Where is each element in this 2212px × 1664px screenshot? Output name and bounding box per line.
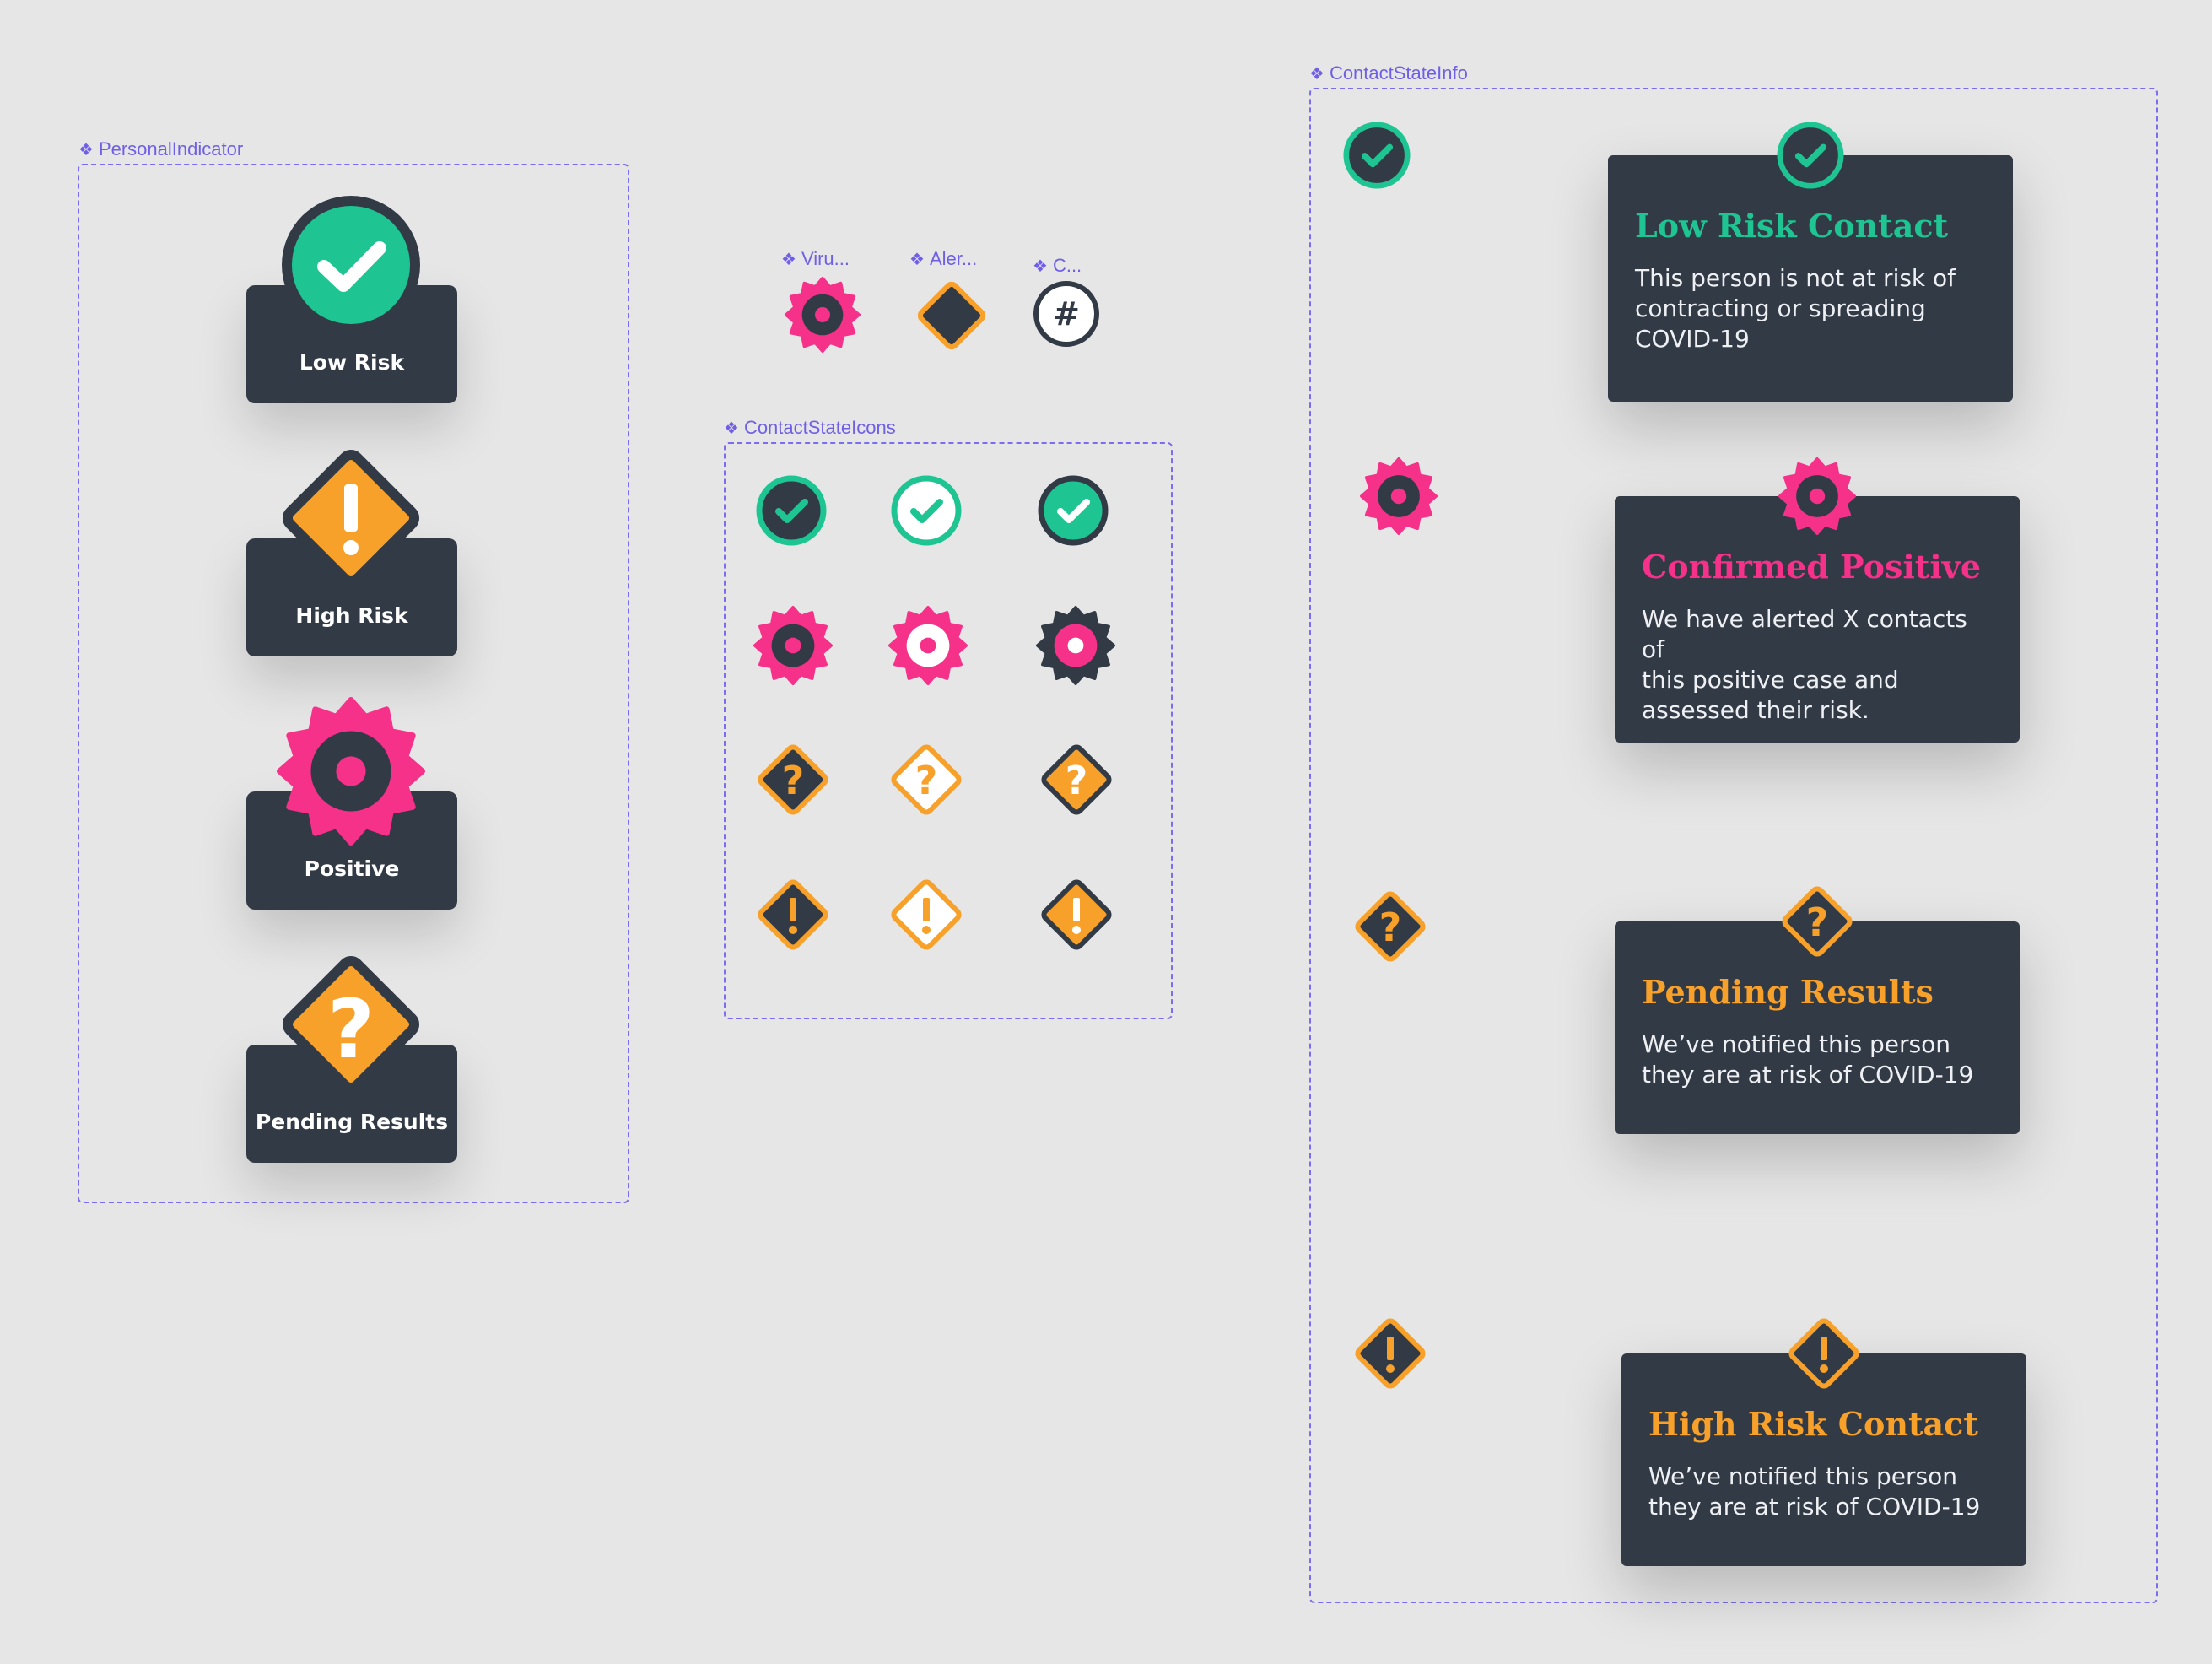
component-icon: ❖	[781, 251, 796, 269]
frame-label-contact-state-icons: ❖ContactStateIcons	[724, 417, 896, 439]
description-line: We’ve notified this person	[1642, 1030, 1951, 1058]
personal-indicator-label: Low Risk	[299, 350, 405, 375]
svg-text:?: ?	[915, 758, 938, 803]
virus-icon	[1778, 457, 1856, 535]
description-line: We’ve notified this person	[1648, 1462, 1958, 1490]
frame-title: PersonalIndicator	[98, 138, 244, 159]
question-diamond-icon: ?	[270, 943, 432, 1105]
frame-title: Aler...	[929, 248, 978, 269]
svg-text:?: ?	[1066, 758, 1088, 803]
exclamation-diamond-icon	[270, 437, 432, 599]
frame-title: ContactStateIcons	[743, 417, 896, 438]
description-line: This person is not at risk of	[1635, 264, 1956, 292]
personal-indicator-label: Pending Results	[255, 1110, 449, 1134]
component-icon: ❖	[1033, 257, 1048, 276]
check-circle-icon[interactable]	[756, 475, 827, 546]
description-line: assessed their risk.	[1642, 696, 1869, 724]
question-diamond-outline-icon[interactable]: ?	[884, 737, 968, 822]
alert-diamond-icon[interactable]	[911, 275, 992, 356]
component-icon: ❖	[78, 141, 94, 159]
check-circle-icon	[282, 196, 420, 334]
contact-info-card-confirmed-positive[interactable]: Confirmed Positive We have alerted X con…	[1615, 496, 2020, 743]
contact-info-description: We’ve notified this person they are at ri…	[1648, 1461, 1999, 1522]
check-circle-outline-icon[interactable]	[891, 475, 962, 546]
personal-indicator-positive[interactable]: Positive	[246, 791, 457, 910]
check-circle-icon[interactable]	[1343, 122, 1411, 189]
frame-label-virus: ❖ Viru...	[781, 248, 850, 270]
frame-title: Viru...	[801, 248, 850, 269]
check-circle-icon	[1777, 122, 1844, 189]
description-line: this positive case and	[1642, 666, 1899, 694]
exclamation-diamond-icon[interactable]	[751, 873, 835, 957]
description-line: they are at risk of COVID-19	[1642, 1061, 1974, 1089]
svg-text:?: ?	[1806, 900, 1829, 945]
contact-state-icons-frame	[724, 442, 1173, 1019]
personal-indicator-frame	[78, 164, 629, 1203]
contact-state-info-frame	[1309, 88, 2158, 1603]
contact-info-card-pending-results[interactable]: Pending Results We’ve notified this pers…	[1615, 921, 2020, 1134]
contact-info-card-low-risk[interactable]: Low Risk Contact This person is not at r…	[1608, 155, 2013, 402]
exclamation-diamond-outline-icon[interactable]	[884, 873, 968, 957]
frame-title: ContactStateInfo	[1329, 62, 1468, 84]
question-diamond-icon[interactable]: ?	[751, 737, 835, 822]
frame-title: C...	[1052, 255, 1082, 276]
contact-info-title: High Risk Contact	[1648, 1405, 1978, 1443]
virus-icon[interactable]	[785, 277, 861, 353]
exclamation-diamond-icon[interactable]	[1348, 1311, 1432, 1396]
personal-indicator-label: High Risk	[295, 603, 408, 628]
description-line: contracting or spreading	[1635, 294, 1926, 322]
contact-hash-symbol: #	[1053, 295, 1080, 332]
frame-label-personal-indicator: ❖PersonalIndicator	[78, 138, 243, 160]
svg-text:?: ?	[782, 758, 805, 803]
virus-icon[interactable]	[753, 606, 833, 685]
contact-info-card-high-risk[interactable]: High Risk Contact We’ve notified this pe…	[1621, 1353, 2026, 1566]
svg-text:?: ?	[1379, 905, 1402, 950]
frame-label-contact-state-info: ❖ContactStateInfo	[1309, 62, 1468, 84]
component-icon: ❖	[1309, 65, 1325, 84]
virus-dark-icon[interactable]	[1036, 606, 1115, 685]
exclamation-diamond-filled-icon[interactable]	[1034, 873, 1119, 957]
contact-info-title: Low Risk Contact	[1635, 207, 1949, 245]
component-icon: ❖	[909, 251, 925, 269]
description-line: COVID-19	[1635, 325, 1750, 353]
description-line: they are at risk of COVID-19	[1648, 1493, 1981, 1521]
svg-text:?: ?	[327, 982, 375, 1077]
virus-icon[interactable]	[1360, 457, 1438, 535]
frame-label-contact: ❖C...	[1033, 255, 1082, 277]
check-circle-filled-icon[interactable]	[1038, 475, 1109, 546]
description-line: We have alerted X contacts of	[1642, 605, 1967, 663]
virus-outline-icon[interactable]	[888, 606, 968, 685]
question-diamond-filled-icon[interactable]: ?	[1034, 737, 1119, 822]
contact-info-title: Confirmed Positive	[1642, 548, 1982, 586]
personal-indicator-label: Positive	[304, 856, 400, 881]
exclamation-diamond-icon	[1782, 1311, 1866, 1396]
question-diamond-icon: ?	[1775, 879, 1859, 964]
contact-info-description: We have alerted X contacts of this positi…	[1642, 604, 1993, 726]
component-icon: ❖	[724, 419, 739, 438]
contact-hash-icon[interactable]: #	[1033, 280, 1100, 348]
question-diamond-icon[interactable]: ?	[1348, 884, 1432, 969]
frame-label-alert: ❖Aler...	[909, 248, 977, 270]
virus-icon	[277, 697, 425, 846]
contact-info-title: Pending Results	[1642, 973, 1934, 1011]
contact-info-description: We’ve notified this person they are at ri…	[1642, 1029, 1993, 1090]
